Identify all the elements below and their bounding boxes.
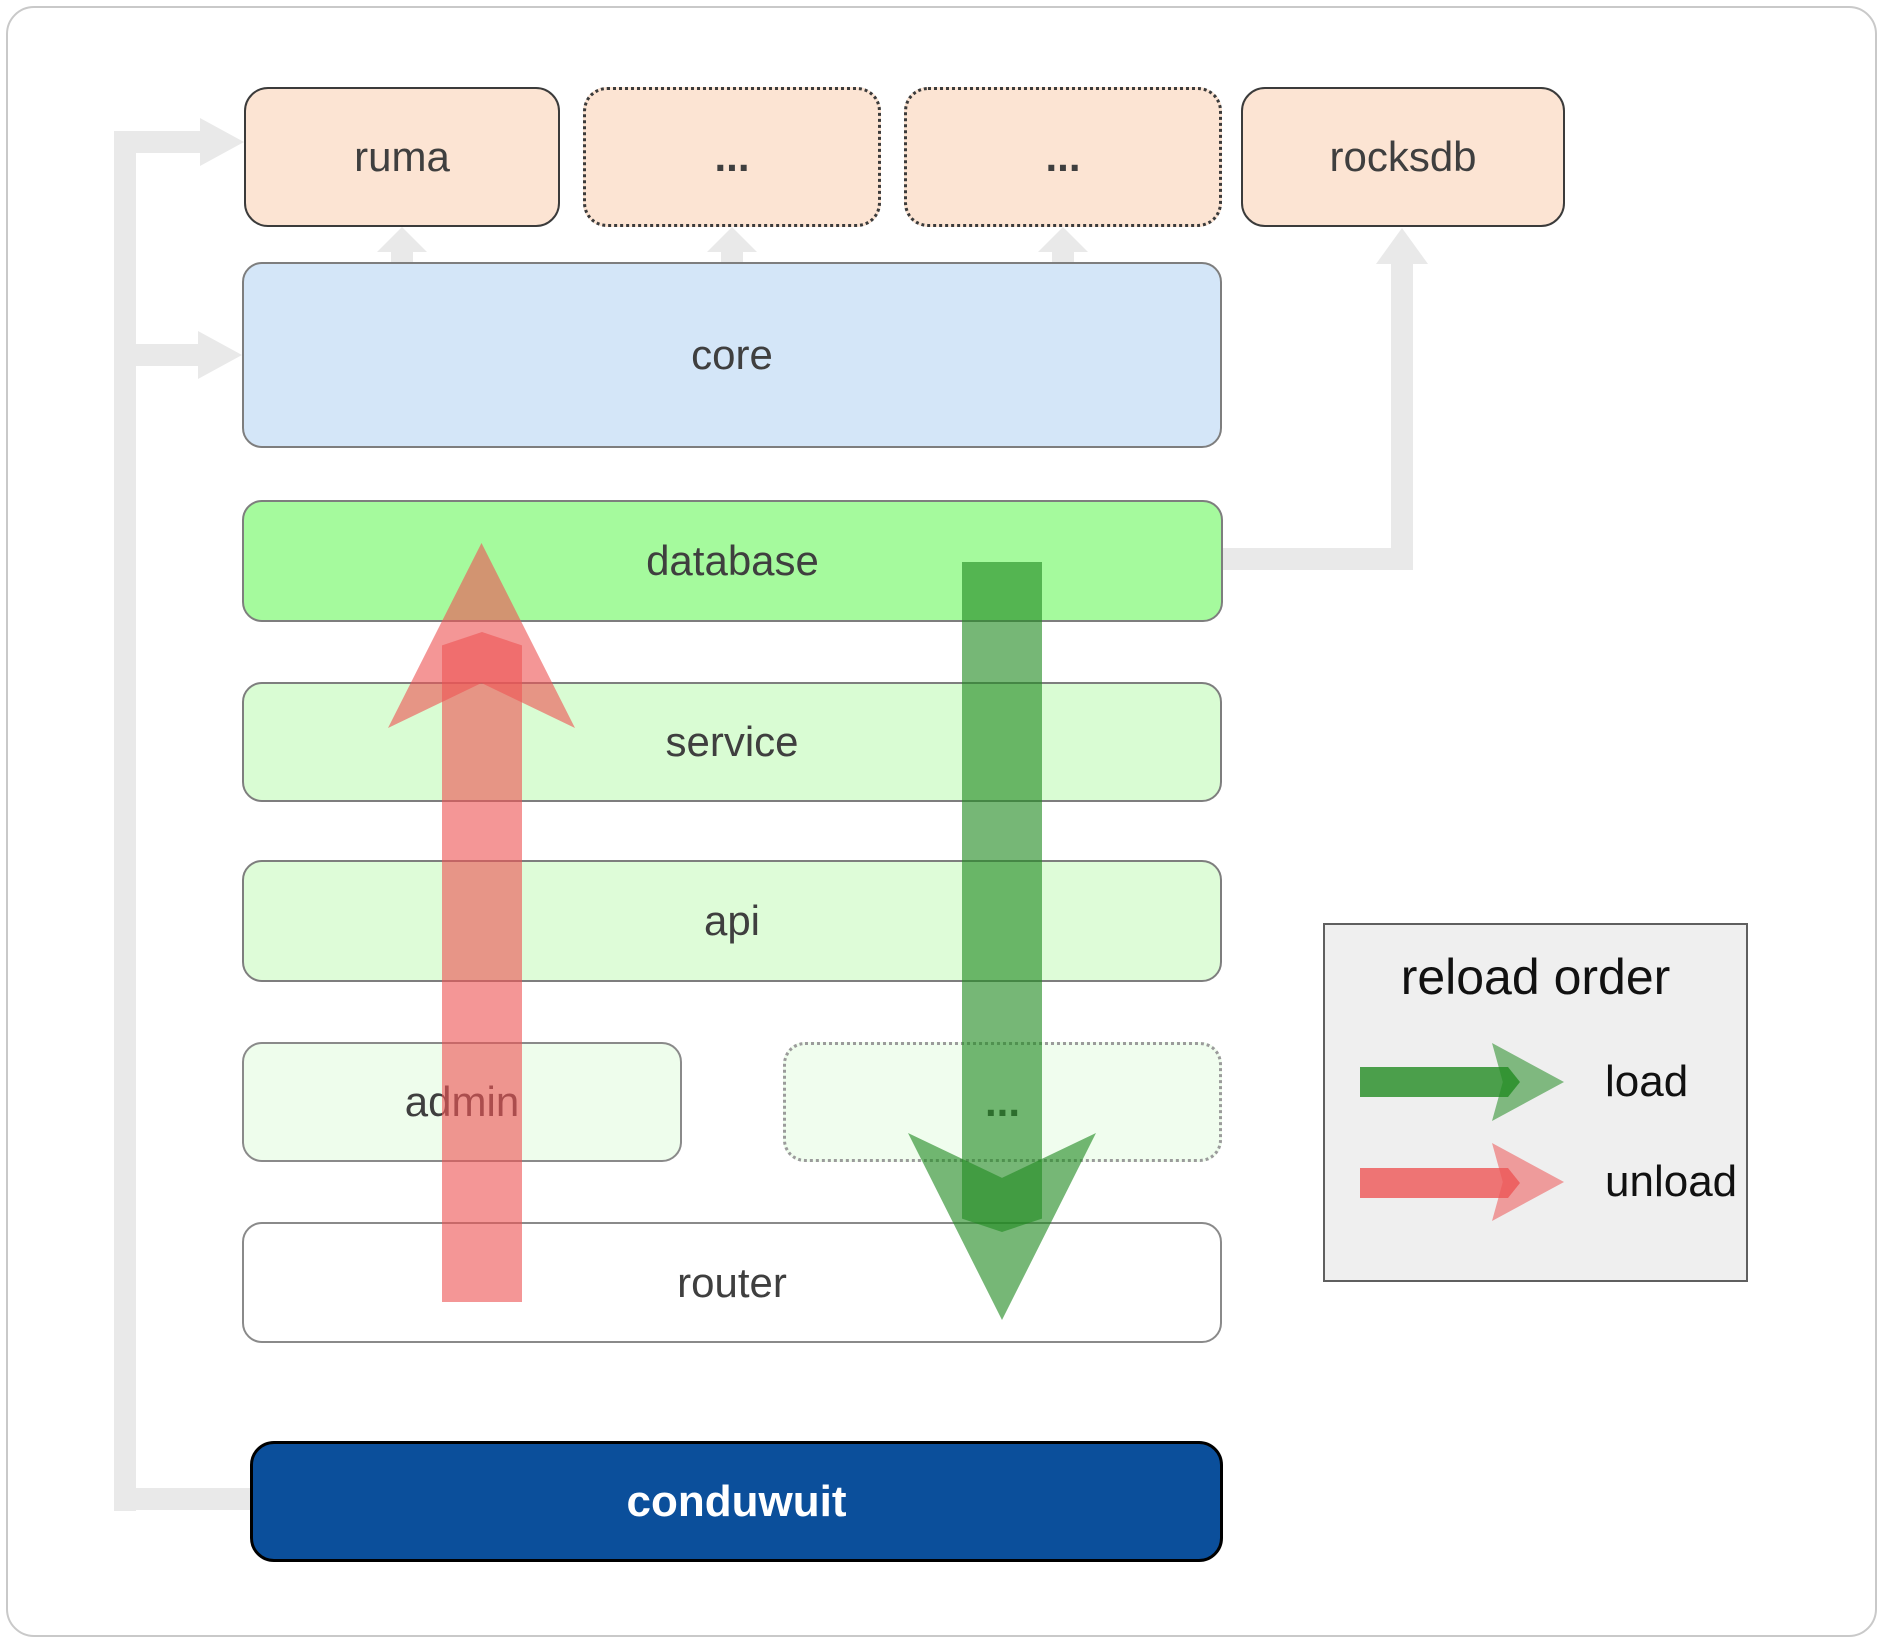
legend-load-arrow-shaft xyxy=(1360,1067,1520,1097)
connector-core-branch xyxy=(136,344,198,366)
node-deps-more-1-label: ... xyxy=(714,133,750,180)
node-ruma-label: ruma xyxy=(354,133,450,180)
arrowhead-into-rocksdb-icon xyxy=(1376,228,1428,264)
legend-unload-label: unload xyxy=(1605,1157,1738,1206)
legend-box xyxy=(1323,923,1748,1282)
arrowhead-into-ruma-icon xyxy=(200,118,244,166)
node-database-label: database xyxy=(646,537,819,584)
node-ruma: ruma xyxy=(244,87,560,227)
node-deps-more-2: ... xyxy=(904,87,1222,227)
node-router: router xyxy=(242,1222,1222,1343)
arrowhead-up-deps-more-2-icon xyxy=(1038,227,1088,252)
arrowhead-up-ruma-icon xyxy=(377,227,427,252)
node-deps-more-2-label: ... xyxy=(1045,133,1081,180)
node-api-label: api xyxy=(703,897,761,944)
connector-left-vertical-line xyxy=(114,131,136,1511)
node-service-label: service xyxy=(665,718,799,765)
arrowhead-up-deps-more-1-icon xyxy=(707,227,757,252)
node-api: api xyxy=(242,860,1222,982)
node-conduwuit: conduwuit xyxy=(250,1441,1223,1562)
connector-ruma-branch xyxy=(114,131,202,153)
unload-arrow-shaft xyxy=(442,632,522,1302)
connector-database-elbow-horizontal xyxy=(1223,548,1413,570)
node-service: service xyxy=(242,682,1222,802)
legend-load-label: load xyxy=(1605,1057,1689,1106)
legend-title: reload order xyxy=(1400,949,1671,1005)
legend-unload-arrow-shaft xyxy=(1360,1168,1520,1198)
node-rocksdb: rocksdb xyxy=(1241,87,1565,227)
node-core: core xyxy=(242,262,1222,448)
arrowhead-into-core-icon xyxy=(198,331,242,379)
node-rocksdb-label: rocksdb xyxy=(1329,133,1477,180)
load-arrow-shaft xyxy=(962,562,1042,1232)
connector-conduwuit-branch xyxy=(114,1488,254,1510)
diagram-border xyxy=(6,6,1877,1637)
node-router-label: router xyxy=(677,1258,787,1306)
node-conduwuit-label: conduwuit xyxy=(626,1476,847,1526)
node-core-label: core xyxy=(691,331,773,378)
node-database: database xyxy=(242,500,1223,622)
connector-database-elbow-vertical xyxy=(1391,262,1413,570)
node-deps-more-1: ... xyxy=(583,87,881,227)
